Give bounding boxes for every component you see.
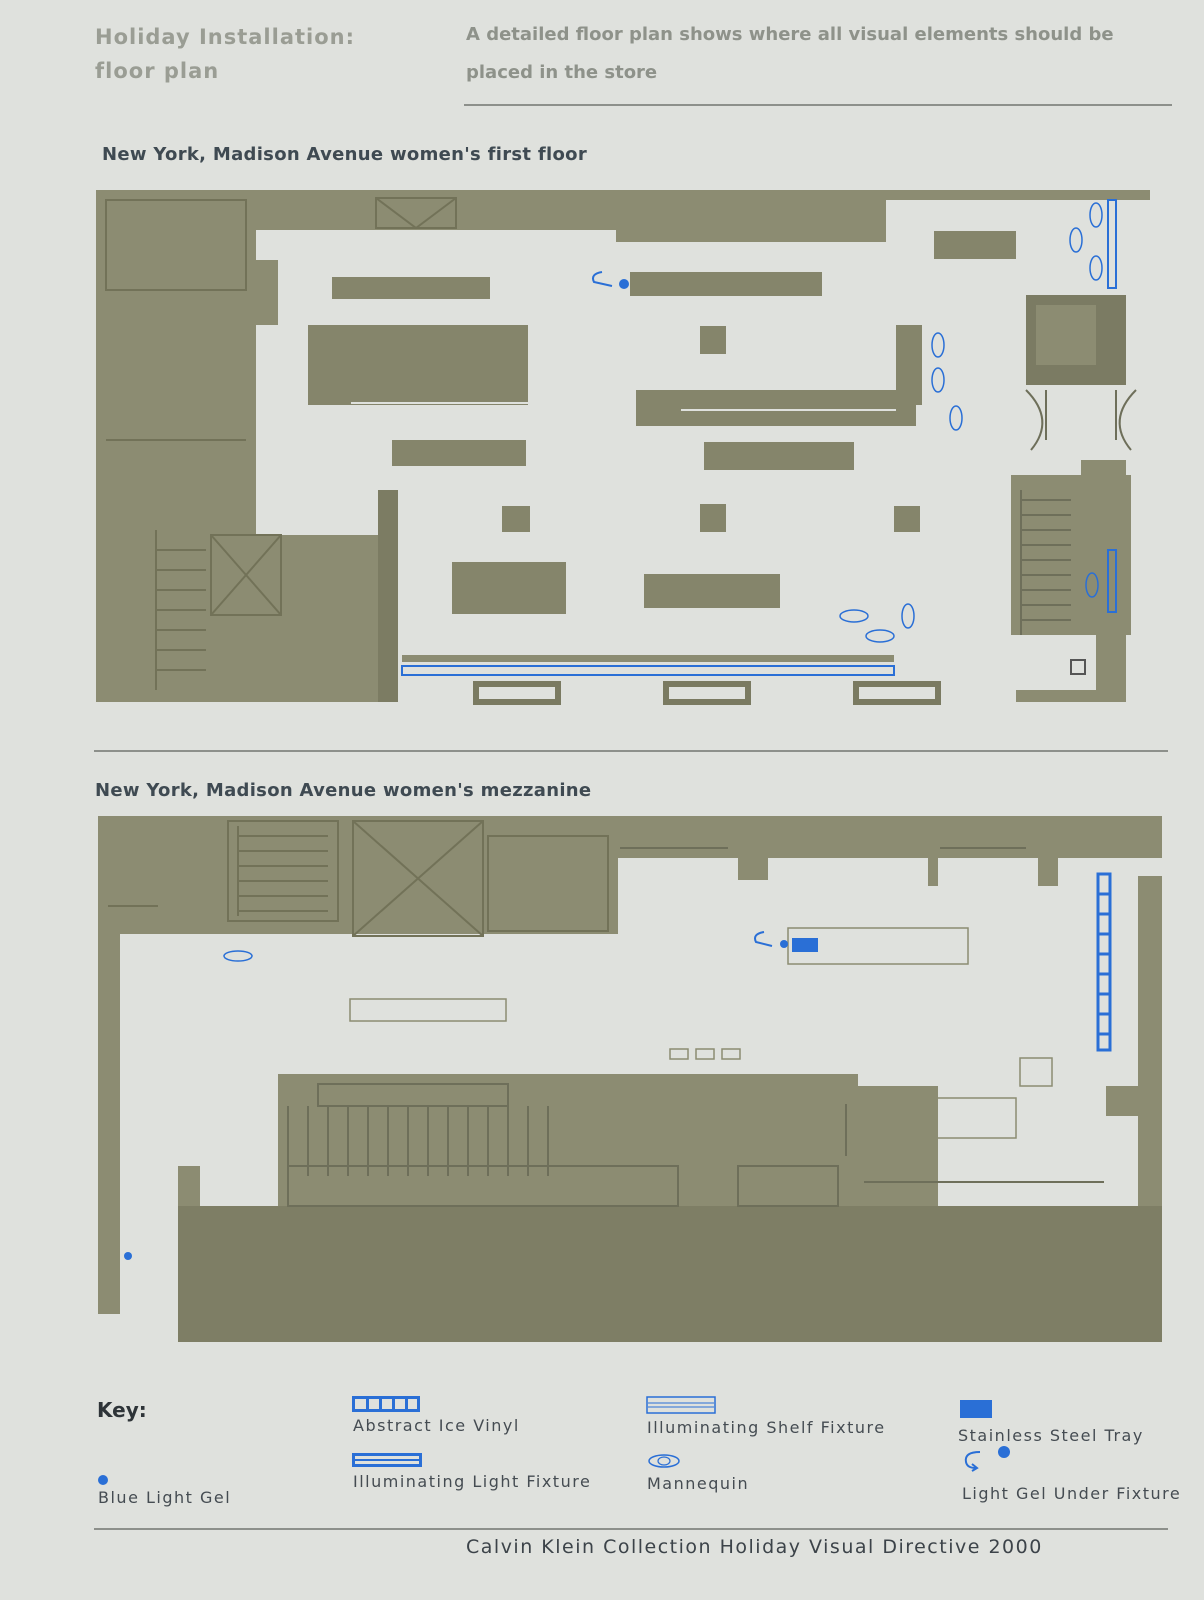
stainless-steel-tray-icon [960,1400,992,1418]
key-label-illuminating-light-fixture: Illuminating Light Fixture [353,1472,592,1491]
header-divider [464,104,1172,106]
key-label-mannequin: Mannequin [647,1474,750,1493]
key-label-blue-light-gel: Blue Light Gel [98,1488,232,1507]
abstract-ice-vinyl-icon [352,1396,420,1412]
key-label-stainless-steel-tray: Stainless Steel Tray [958,1426,1144,1445]
key-label-abstract-ice-vinyl: Abstract Ice Vinyl [353,1416,520,1435]
first-floor-title: New York, Madison Avenue women's first f… [102,144,588,165]
page-title-line2: floor plan [95,59,220,83]
page-description-line1: A detailed floor plan shows where all vi… [466,24,1114,45]
illuminating-light-fixture-icon [352,1453,422,1467]
first-floor-plan [96,190,1150,720]
page-title: Holiday Installation: floor plan [95,20,425,88]
mezzanine-plan [98,816,1162,1342]
mannequin-icon [648,1454,680,1468]
key-label-illuminating-shelf-fixture: Illuminating Shelf Fixture [647,1418,886,1437]
mezzanine-title: New York, Madison Avenue women's mezzani… [95,780,592,801]
key-label-light-gel-under-fixture: Light Gel Under Fixture [962,1484,1182,1503]
footer-text: Calvin Klein Collection Holiday Visual D… [466,1536,1043,1558]
blue-light-gel-icon [98,1475,108,1485]
footer-divider [94,1528,1168,1530]
plans-divider [94,750,1168,752]
page-description-line2: placed in the store [466,62,658,83]
page-description: A detailed floor plan shows where all vi… [466,16,1126,92]
key-title: Key: [97,1398,147,1422]
light-gel-under-fixture-icon [964,1446,1010,1472]
illuminating-shelf-fixture-icon [646,1396,716,1414]
page-title-line1: Holiday Installation: [95,25,356,49]
